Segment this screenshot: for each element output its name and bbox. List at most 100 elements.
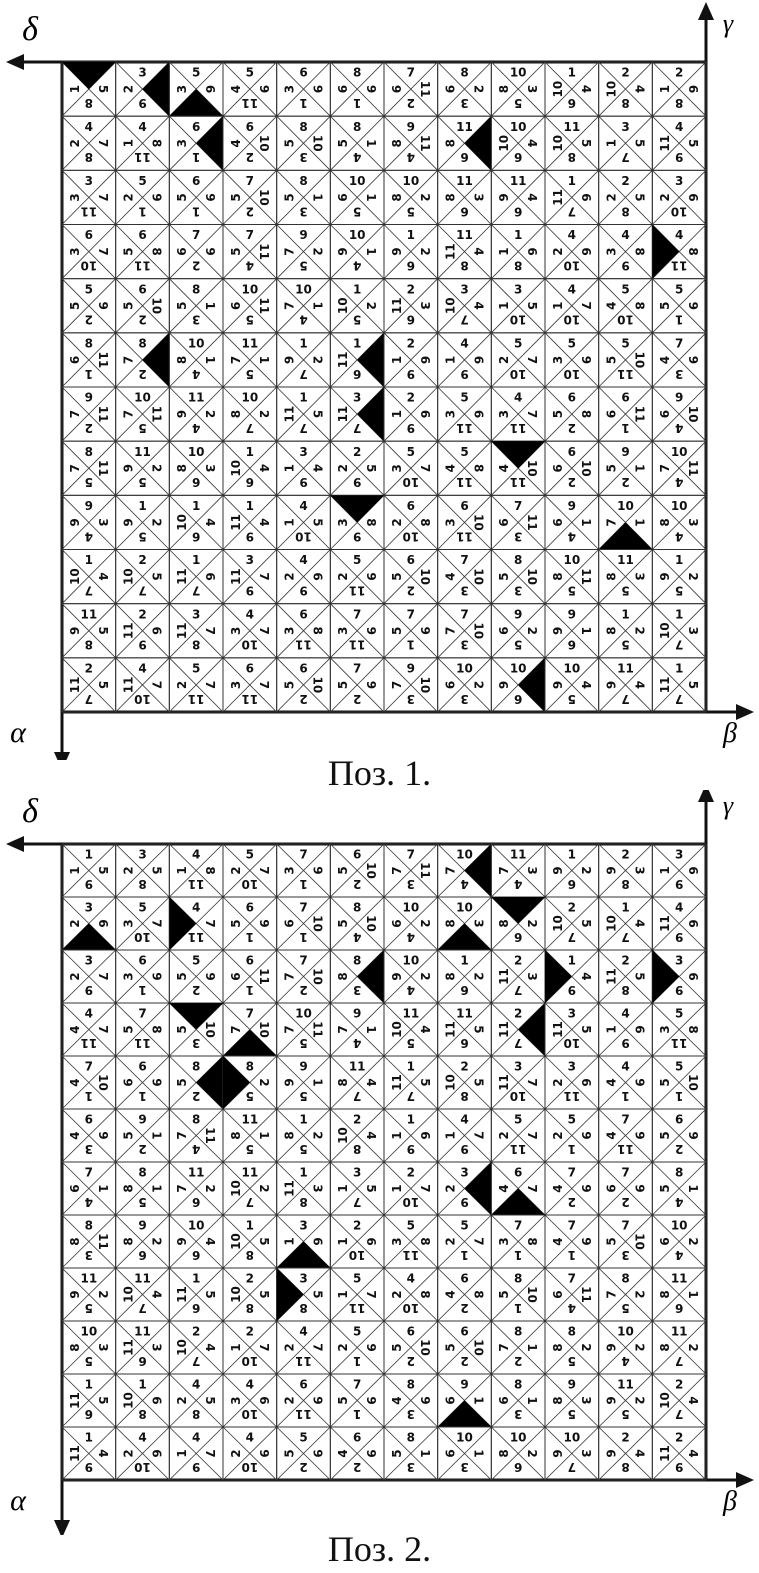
tile-cell: 79114 — [599, 1109, 653, 1162]
tile-number: 6 — [68, 356, 82, 364]
tile-cell: 9125 — [116, 1109, 170, 1162]
tile-number: 1 — [364, 139, 378, 147]
tile-number: 9 — [68, 518, 82, 526]
tile-number: 10 — [175, 514, 189, 531]
tile-number: 11 — [68, 1392, 82, 1409]
tile-number: 9 — [621, 445, 629, 459]
tile-cell: 610113 — [438, 495, 492, 549]
tile-number: 11 — [188, 692, 205, 706]
tile-cell: 61024 — [223, 116, 277, 170]
tile-number: 9 — [353, 529, 361, 543]
tile-number: 2 — [246, 1324, 254, 1338]
tile-number: 1 — [621, 421, 629, 435]
tile-number: 5 — [390, 627, 404, 635]
tile-number: 2 — [257, 410, 271, 418]
tile-number: 10 — [471, 1339, 485, 1356]
tile-cell: 5925 — [277, 1427, 331, 1480]
tile-number: 4 — [203, 1237, 217, 1245]
tile-number: 1 — [658, 85, 672, 93]
tile-number: 1 — [149, 1184, 163, 1192]
tile-number: 5 — [621, 583, 629, 597]
tile-number: 5 — [621, 282, 629, 296]
tile-number: 8 — [514, 1324, 522, 1338]
tile-number: 1 — [353, 96, 361, 110]
tile-cell: 13710 — [652, 604, 706, 658]
axis-label-beta: β — [722, 1486, 737, 1517]
tile-cell: 4914 — [599, 1056, 653, 1109]
tile-number: 7 — [675, 1354, 683, 1368]
tile-cell: 5912 — [330, 1321, 384, 1374]
tile-number: 11 — [295, 638, 312, 652]
tile-number: 9 — [390, 247, 404, 255]
tile-cell: 71137 — [384, 844, 438, 897]
tile-number: 9 — [203, 972, 217, 980]
tile-number: 4 — [353, 150, 361, 164]
tile-number: 9 — [138, 1112, 146, 1126]
tile-cell: 1047 — [438, 844, 492, 897]
tile-number: 9 — [310, 85, 324, 93]
tile-number: 3 — [85, 900, 93, 914]
tile-number: 6 — [658, 410, 672, 418]
tile-number: 10 — [563, 258, 580, 272]
tile-number: 11 — [497, 968, 511, 985]
tile-number: 4 — [621, 1006, 629, 1020]
tile-number: 7 — [568, 1271, 576, 1285]
tile-number: 6 — [579, 193, 593, 201]
tile-number: 2 — [246, 150, 254, 164]
tile-number: 10 — [241, 1354, 258, 1368]
tile-number: 5 — [632, 193, 646, 201]
tile-cell: 46103 — [223, 1374, 277, 1427]
tile-number: 2 — [353, 1218, 361, 1232]
tile-number: 10 — [617, 1324, 634, 1338]
tile-cell: 825 — [223, 1056, 277, 1109]
tile-number: 8 — [353, 66, 361, 80]
tile-number: 8 — [605, 572, 619, 580]
tile-cell: 115810 — [545, 116, 599, 170]
tile-number: 2 — [283, 1396, 297, 1404]
tile-number: 5 — [460, 1218, 468, 1232]
tile-number: 3 — [525, 85, 539, 93]
tile-number: 10 — [525, 460, 539, 477]
tile-number: 6 — [686, 919, 700, 927]
tile-cell: 5925 — [169, 950, 223, 1003]
tile-number: 7 — [621, 1165, 629, 1179]
tile-number: 8 — [353, 1142, 361, 1156]
tile-number: 2 — [407, 1165, 415, 1179]
tile-number: 3 — [497, 410, 511, 418]
tile-number: 9 — [96, 1131, 110, 1139]
tile-number: 1 — [390, 1184, 404, 1192]
tile-cell: 71027 — [277, 950, 331, 1003]
tile-number: 10 — [418, 568, 432, 585]
tile-number: 7 — [418, 1184, 432, 1192]
tile-number: 4 — [568, 228, 576, 242]
tile-cell: 11259 — [62, 1268, 116, 1321]
tile-number: 4 — [551, 1237, 565, 1245]
tile-number: 4 — [192, 847, 200, 861]
tile-number: 7 — [229, 1025, 243, 1033]
tile-number: 7 — [257, 572, 271, 580]
tile-number: 2 — [551, 247, 565, 255]
tile-number: 6 — [407, 499, 415, 513]
tile-number: 7 — [85, 1059, 93, 1073]
tile-number: 11 — [336, 406, 350, 423]
tile-cell: 79113 — [330, 604, 384, 658]
tile-number: 10 — [310, 968, 324, 985]
tile-cell: 27101 — [223, 1321, 277, 1374]
tile-cell: 57102 — [491, 333, 545, 387]
tile-number: 2 — [310, 356, 324, 364]
tile-number: 8 — [85, 638, 93, 652]
tile-number: 1 — [299, 391, 307, 405]
tile-number: 8 — [175, 464, 189, 472]
tile-number: 7 — [675, 638, 683, 652]
tile-number: 3 — [299, 150, 307, 164]
tile-cell: 61025 — [277, 658, 331, 712]
tile-number: 9 — [407, 1142, 415, 1156]
tile-number: 4 — [658, 356, 672, 364]
tile-number: 9 — [283, 1078, 297, 1086]
tile-number: 6 — [605, 1184, 619, 1192]
tile-cell: 71037 — [438, 604, 492, 658]
tile-number: 9 — [353, 1006, 361, 1020]
tile-number: 8 — [229, 410, 243, 418]
tile-number: 6 — [551, 464, 565, 472]
tile-number: 5 — [96, 866, 110, 874]
